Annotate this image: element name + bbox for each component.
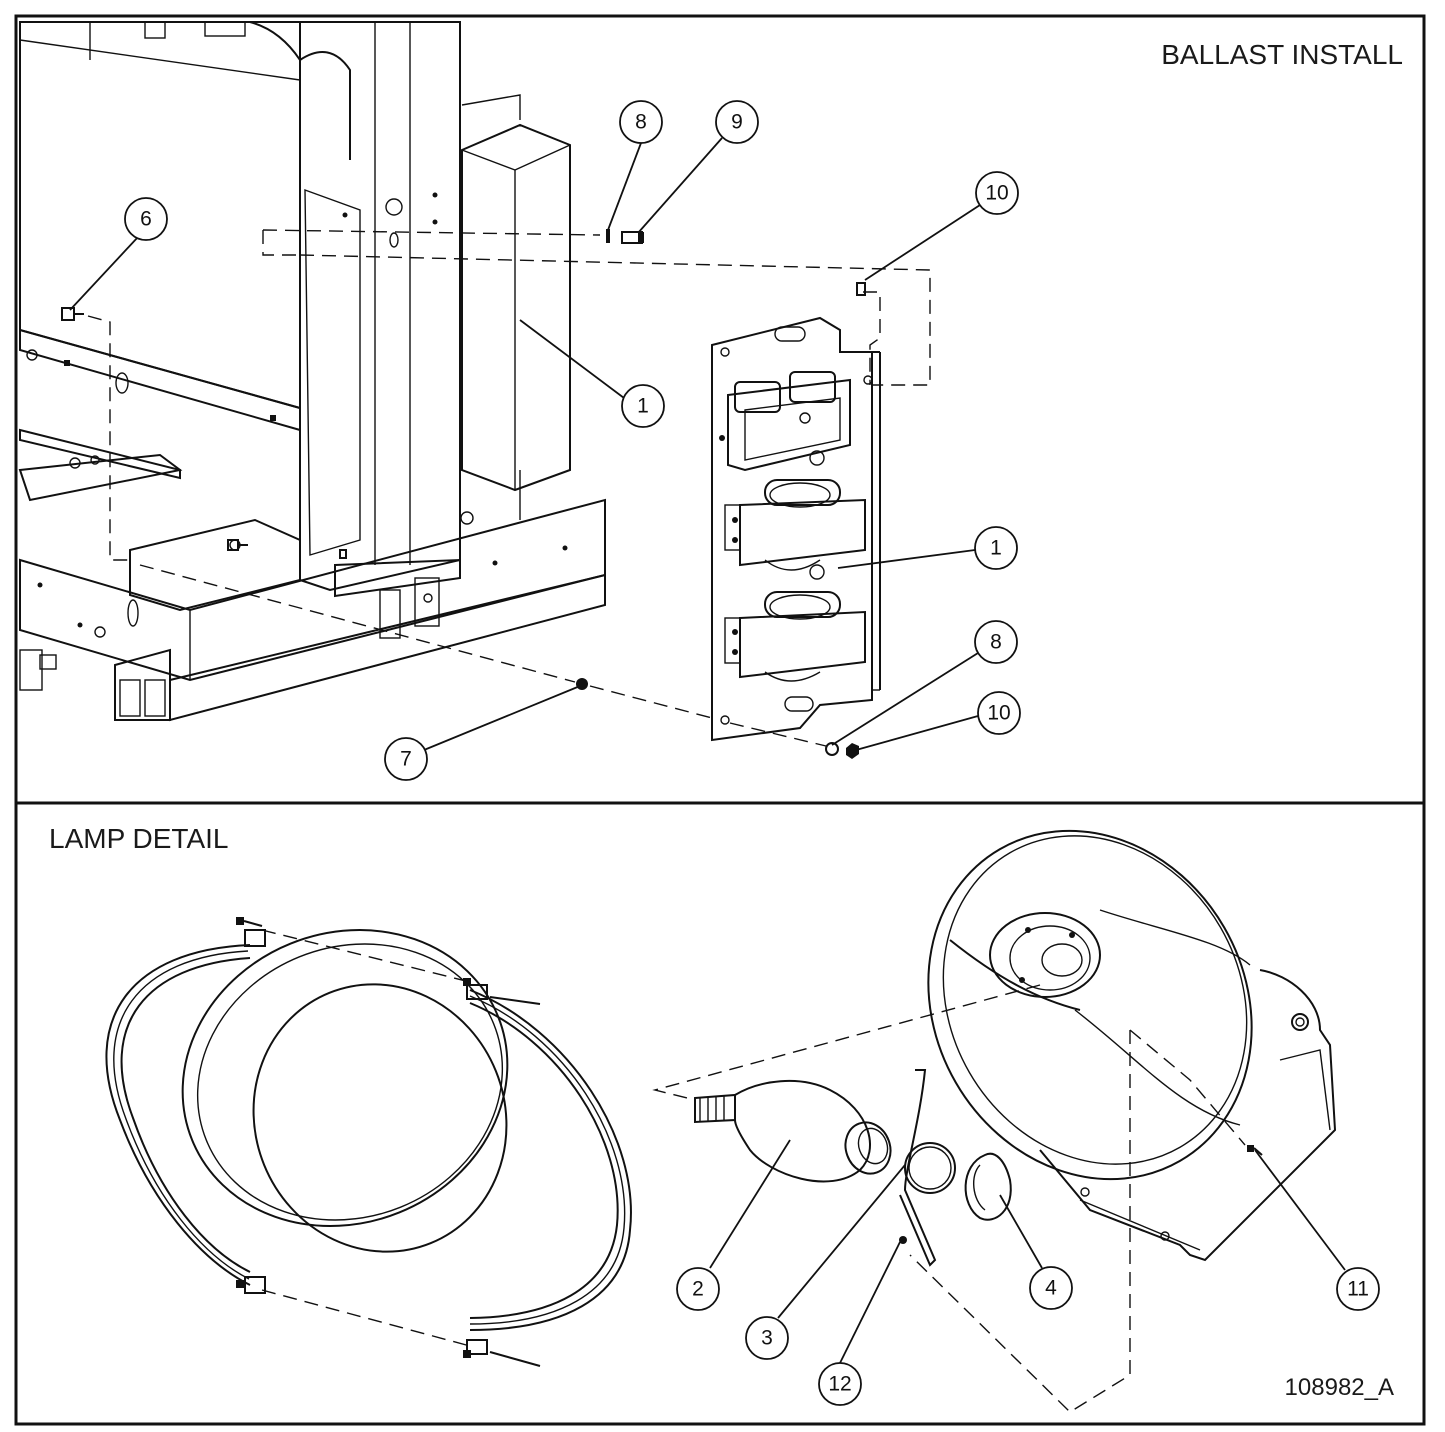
callout-3: 3 <box>745 1316 789 1360</box>
callout-12: 12 <box>818 1362 862 1406</box>
screw-6 <box>61 307 75 321</box>
washer-8-upper <box>606 229 610 243</box>
door-ring <box>105 944 251 1286</box>
callout-1-plate: 1 <box>974 526 1018 570</box>
transformer-upper <box>724 479 866 580</box>
leaders-bottom <box>709 1139 1346 1364</box>
callout-1-enclosure: 1 <box>621 384 665 428</box>
callout-8-upper: 8 <box>619 100 663 144</box>
ballast-install-panel: 8 9 6 10 1 1 8 10 <box>18 21 1021 781</box>
assembly-lines-lamp <box>652 984 1246 1413</box>
drawing-frame <box>14 14 1426 1426</box>
hardware-bottom <box>899 1145 1263 1244</box>
ballast-mounting-plate <box>711 316 881 742</box>
screw-11 <box>1247 1145 1254 1152</box>
callout-label: 11 <box>1347 1278 1369 1301</box>
assembly-lines-ring <box>261 929 471 1347</box>
leaders-top <box>69 137 981 751</box>
transformer-lower <box>724 591 866 682</box>
base-channel <box>18 428 606 722</box>
capacitor-bracket <box>719 371 851 472</box>
callout-label: 4 <box>1045 1277 1057 1300</box>
callout-label: 10 <box>987 702 1010 725</box>
callout-label: 1 <box>637 395 649 418</box>
panel-title-ballast-install: BALLAST INSTALL <box>1161 39 1403 70</box>
callout-8-lower: 8 <box>974 620 1018 664</box>
callout-label: 7 <box>400 748 412 771</box>
panel-title-lamp-detail: LAMP DETAIL <box>49 823 228 854</box>
callout-10-lower: 10 <box>977 691 1021 735</box>
callout-9: 9 <box>715 100 759 144</box>
callout-2: 2 <box>676 1267 720 1311</box>
ballast-enclosure <box>460 94 571 525</box>
callout-label: 8 <box>635 111 647 134</box>
callout-label: 10 <box>985 182 1008 205</box>
callout-7: 7 <box>384 737 428 781</box>
callout-label: 2 <box>692 1278 704 1301</box>
callout-label: 8 <box>990 631 1002 654</box>
callout-6: 6 <box>124 197 168 241</box>
hardware-top <box>61 229 866 759</box>
assembly-lines-top <box>87 229 931 747</box>
nut-10-lower <box>846 743 859 759</box>
washer-7 <box>576 678 588 690</box>
reflector-housing <box>927 829 1253 1181</box>
cabinet-ledge <box>19 328 301 432</box>
callout-10-upper: 10 <box>975 171 1019 215</box>
callout-label: 1 <box>990 537 1002 560</box>
callout-11: 11 <box>1336 1267 1380 1311</box>
retaining-ring-right <box>469 989 632 1331</box>
lamp-bulb <box>694 1080 892 1183</box>
callout-label: 12 <box>828 1373 851 1396</box>
vertical-column <box>249 21 461 598</box>
drawing-number: 108982_A <box>1285 1374 1394 1401</box>
callout-label: 3 <box>761 1327 773 1350</box>
lamp-spring-clip <box>899 1069 1012 1267</box>
washer-8-lower <box>825 742 839 756</box>
callout-label: 6 <box>140 208 152 231</box>
ring-clips <box>236 917 541 1367</box>
lens-assembly <box>181 929 509 1253</box>
screw-12 <box>899 1236 907 1244</box>
mounting-yoke <box>1039 969 1337 1262</box>
nut-10-upper <box>856 282 866 296</box>
callout-4: 4 <box>1029 1266 1073 1310</box>
lamp-detail-panel: 2 3 4 11 12 <box>105 829 1380 1413</box>
callout-label: 9 <box>731 111 743 134</box>
